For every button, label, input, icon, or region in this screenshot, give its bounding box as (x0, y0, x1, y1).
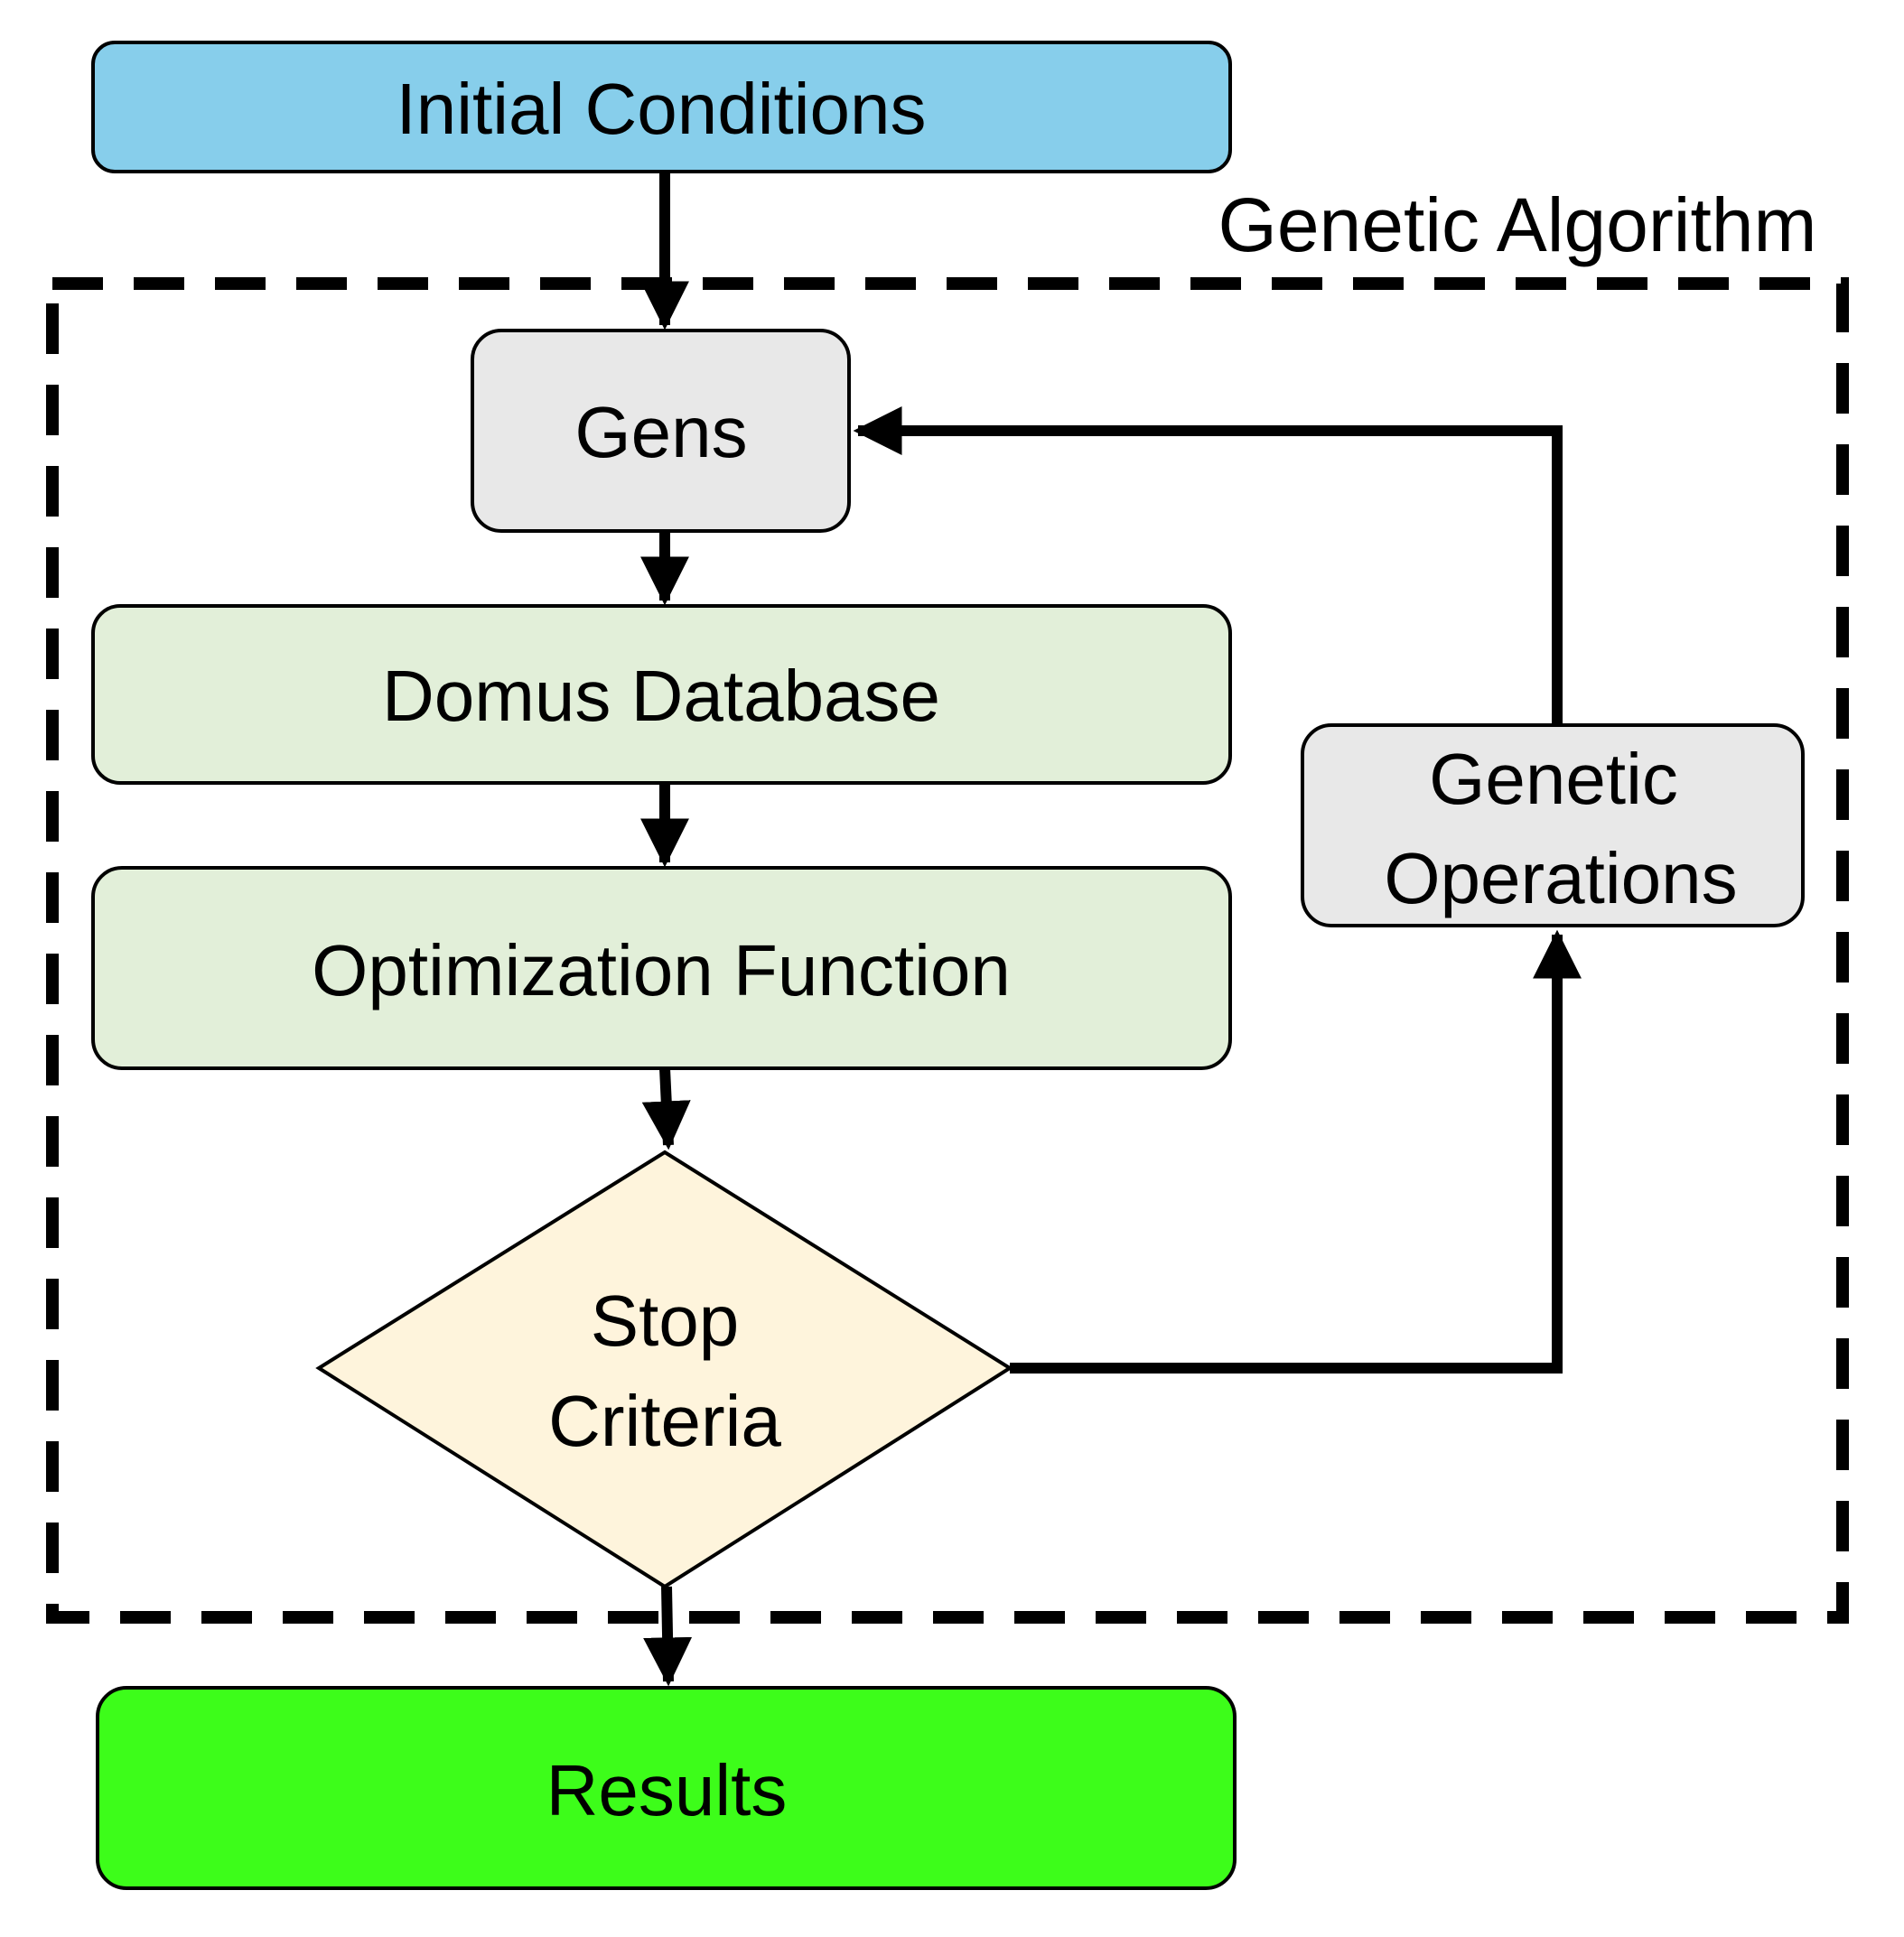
node-gens-label: Gens (574, 392, 747, 472)
node-genetic-operations-label-line2: Operations (1384, 838, 1737, 918)
node-gens-box (471, 329, 851, 533)
node-optimization-function: Optimization Function (91, 866, 1232, 1070)
genetic-algorithm-label: Genetic Algorithm (1218, 182, 1817, 267)
node-optimization-function-box (91, 866, 1232, 1070)
node-genetic-operations-label-line1: Genetic (1429, 739, 1678, 819)
node-stop-criteria: Stop Criteria (315, 1150, 1013, 1589)
node-initial-conditions-box (91, 41, 1232, 173)
edge-genetic-operations-to-gens (853, 406, 1563, 725)
node-results-box (96, 1686, 1237, 1890)
node-genetic-operations: Genetic Operations (1301, 723, 1805, 927)
node-results-label: Results (546, 1750, 788, 1830)
node-stop-criteria-label-line2: Criteria (548, 1381, 781, 1461)
node-genetic-operations-box (1301, 723, 1805, 927)
node-domus-database-label: Domus Database (382, 656, 940, 736)
node-initial-conditions: Initial Conditions (91, 41, 1232, 173)
node-gens: Gens (471, 329, 851, 533)
genetic-algorithm-boundary (46, 277, 1849, 1624)
node-domus-database-box (91, 604, 1232, 785)
edges (640, 172, 1582, 1687)
edge-optimization-to-stop (641, 1067, 691, 1150)
node-optimization-function-label: Optimization Function (312, 930, 1011, 1010)
edge-stop-to-results (643, 1586, 693, 1687)
node-initial-conditions-label: Initial Conditions (397, 69, 927, 149)
edge-stop-to-genetic-operations (1010, 929, 1582, 1374)
node-results: Results (96, 1686, 1237, 1890)
node-stop-criteria-label-line1: Stop (591, 1280, 740, 1361)
node-stop-criteria-diamond (315, 1150, 1013, 1589)
node-domus-database: Domus Database (91, 604, 1232, 785)
